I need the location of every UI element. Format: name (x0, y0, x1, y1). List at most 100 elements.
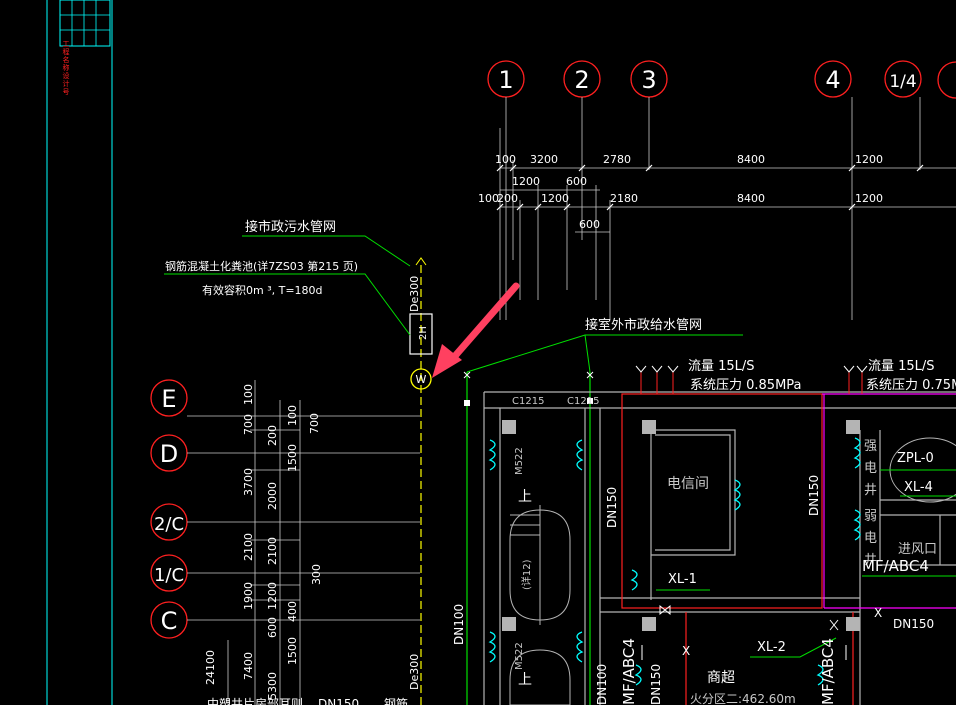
valves (641, 604, 847, 660)
grid-bubble-3[interactable]: 3 (630, 60, 668, 98)
dim-left-100: 100 (242, 384, 255, 405)
dim-top-3200: 3200 (530, 153, 558, 166)
room-shop: 商超 (707, 670, 735, 686)
stair-up-b: 上 (518, 672, 532, 688)
grid-bubble-C[interactable]: C (150, 601, 188, 639)
dim-left2-2100: 2100 (266, 537, 279, 565)
pipe-dn150-right: DN150 (807, 475, 821, 516)
dim-top-2780: 2780 (603, 153, 631, 166)
svg-text:1: 1 (498, 66, 513, 94)
pipe-dn100-left: DN100 (452, 604, 466, 645)
label-septic-tank: 钢筋混凝土化粪池(详7ZS03 第215 页) (165, 259, 358, 273)
dim-top-100: 100 (495, 153, 516, 166)
svg-text:3: 3 (641, 66, 656, 94)
grid-bubble-2[interactable]: 2 (563, 60, 601, 98)
label-pressure-1: 系统压力 0.85MPa (690, 378, 802, 393)
svg-text:2: 2 (574, 66, 589, 94)
stair-note: (详12) (520, 559, 533, 590)
dim-top4-600: 600 (579, 218, 600, 231)
svg-text:电: 电 (864, 531, 877, 546)
fire-zone-boundaries (621, 372, 956, 705)
door-m522-a: M522 (514, 447, 525, 475)
label-flow-2: 流量 15L/S (868, 359, 935, 374)
extinguisher-mf-a: MF/ABC4 (620, 638, 638, 705)
grid-bubble-E[interactable]: E (150, 379, 188, 417)
pipe-dn150-bottom: DN150 (893, 617, 934, 631)
extinguisher-mf-b: MF/ABC4 (819, 638, 837, 705)
dim-left3-300: 300 (310, 564, 323, 585)
annotation-arrow (432, 282, 520, 378)
svg-text:D: D (160, 440, 178, 468)
building-walls (483, 391, 956, 705)
panel-xl2: XL-2 (757, 640, 786, 655)
drawing-border: 工程名称设计号 (46, 0, 113, 705)
window-c1215-b: C1215 (567, 396, 599, 407)
dim-left2-5300: 5300 (266, 672, 279, 700)
grid-axes-top: 1 2 3 4 1/4 (478, 60, 956, 320)
structural-columns (502, 420, 860, 631)
svg-text:井: 井 (864, 483, 877, 498)
manhole-w[interactable] (410, 368, 432, 390)
mark-x-b: X (682, 644, 690, 658)
svg-text:E: E (161, 385, 176, 413)
dim-left-24100: 24100 (204, 650, 217, 685)
grid-bubble-1-C[interactable]: 1/C (150, 554, 188, 592)
svg-text:1/C: 1/C (154, 565, 184, 586)
window-c1215-a: C1215 (512, 396, 544, 407)
dim-top3-200: 200 (497, 192, 518, 205)
bottom-dn150: DN150 (318, 697, 359, 705)
room-air-inlet: 进风口 (898, 542, 937, 557)
dim-top-1200: 1200 (855, 153, 883, 166)
label-flow-1: 流量 15L/S (688, 359, 755, 374)
dim-left2-2000: 2000 (266, 482, 279, 510)
label-sewer-connect: 接市政污水管网 (245, 219, 336, 235)
dim-left-2100: 2100 (242, 533, 255, 561)
hydrant-outlets (635, 365, 868, 373)
dim-top3-1200b: 1200 (855, 192, 883, 205)
svg-text:2/C: 2/C (154, 514, 184, 535)
grid-bubble-D[interactable]: D (150, 434, 188, 472)
dim-left-1900: 1900 (242, 582, 255, 610)
grid-bubble-4[interactable]: 4 (814, 60, 852, 98)
electrical-shafts: 强 电 井 弱 电 井 (864, 439, 877, 568)
dim-top3-8400: 8400 (737, 192, 765, 205)
septic-tank-symbol[interactable] (409, 313, 433, 355)
dim-left3-1500: 1500 (286, 444, 299, 472)
title-block-text: 工程名称设计号 (62, 40, 70, 96)
svg-text:强: 强 (864, 439, 877, 454)
dim-left-3700: 3700 (242, 468, 255, 496)
panel-xl4: XL-4 (904, 480, 933, 495)
sewer-system: De300 De300 2H W 接市政污水管网 钢筋混凝土化粪池(详7ZS03… (164, 219, 433, 705)
grid-bubble-1[interactable]: 1 (487, 60, 525, 98)
pipe-de300-bottom: De300 (408, 654, 421, 690)
dim-left2-200: 200 (266, 425, 279, 446)
svg-text:井: 井 (864, 553, 877, 568)
dim-top-8400: 8400 (737, 153, 765, 166)
panel-xl1: XL-1 (668, 572, 697, 587)
fire-zone-note: 火分区二:462.60m (690, 692, 796, 705)
stair-outline (509, 505, 571, 705)
grid-bubble-1-4[interactable]: 1/4 (884, 60, 922, 98)
dim-top2-600: 600 (566, 175, 587, 188)
pipe-dn100-bottom: DN100 (595, 664, 609, 705)
door-swings (488, 437, 861, 686)
svg-text:1/4: 1/4 (889, 72, 916, 92)
pipe-dn150-low: DN150 (649, 664, 663, 705)
dim-left-7400: 7400 (242, 652, 255, 680)
svg-text:弱: 弱 (864, 509, 877, 524)
dim-top3-1200: 1200 (541, 192, 569, 205)
dim-left3-400: 400 (286, 601, 299, 622)
bottom-note-2: 钢筋 (384, 696, 408, 705)
dim-left3-1500b: 1500 (286, 637, 299, 665)
mark-x-a: X (874, 606, 882, 620)
pipe-dn150-mid: DN150 (605, 487, 619, 528)
grid-bubble-2-C[interactable]: 2/C (150, 503, 188, 541)
dim-left3-100: 100 (286, 405, 299, 426)
pipe-de300-top: De300 (408, 276, 421, 312)
svg-text:C: C (161, 607, 178, 635)
dim-left-700: 700 (242, 414, 255, 435)
svg-text:电: 电 (864, 461, 877, 476)
water-supply: 接室外市政给水管网 DN100 DN150 (452, 317, 743, 705)
extinguisher-mf-c: MF/ABC4 (862, 557, 929, 575)
